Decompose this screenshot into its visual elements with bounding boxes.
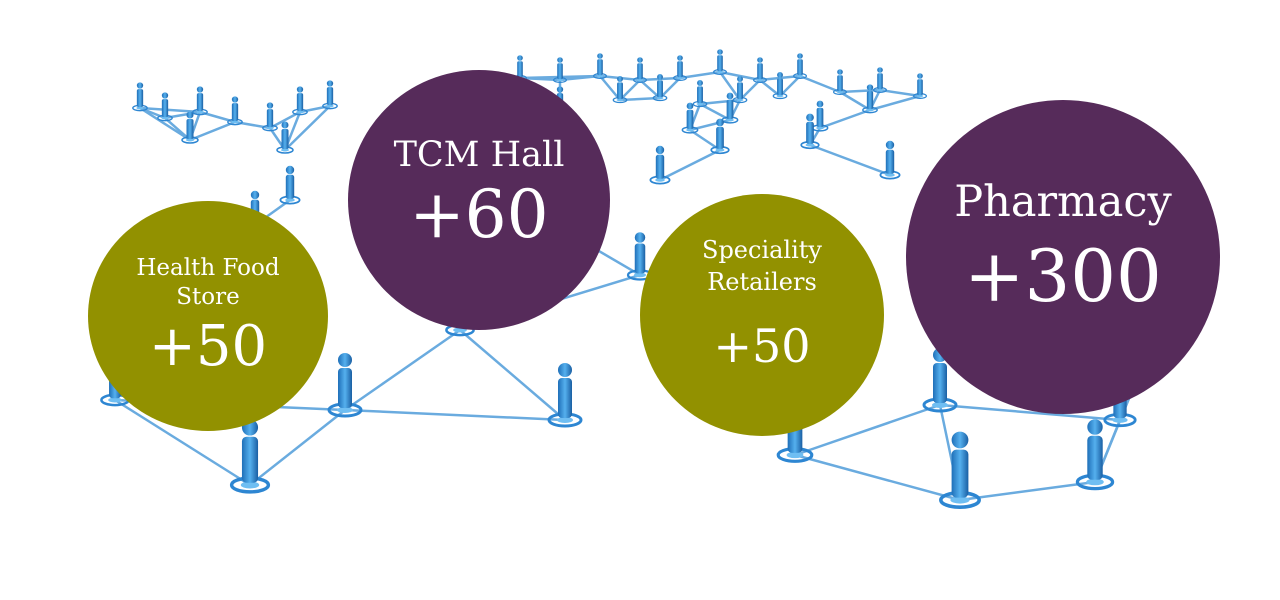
network-link (139, 106, 191, 142)
person-icon (192, 85, 208, 116)
person-icon (912, 72, 928, 100)
network-link (819, 108, 871, 130)
network-link (619, 79, 641, 101)
pharmacy-bubble: Pharmacy +300 (906, 100, 1220, 414)
person-icon (712, 48, 728, 76)
person-icon (279, 164, 301, 205)
person-icon (879, 139, 901, 180)
health-food-store-bubble: Health Food Store +50 (88, 201, 328, 431)
network-link (114, 398, 251, 487)
person-icon (772, 71, 788, 100)
person-icon (792, 52, 808, 80)
network-link (794, 453, 961, 502)
person-icon (732, 75, 748, 104)
network-link (459, 329, 566, 421)
person-icon (229, 417, 271, 494)
health-food-store-label: Health Food Store (136, 255, 280, 310)
person-icon (292, 85, 308, 116)
person-icon (262, 101, 278, 132)
network-link (659, 77, 681, 99)
person-icon (132, 81, 148, 112)
network-link (869, 94, 921, 112)
network-link (189, 120, 236, 142)
person-icon (612, 75, 628, 104)
person-icon (632, 56, 648, 84)
network-link (234, 120, 271, 130)
network-link (139, 106, 201, 114)
network-link (249, 409, 346, 486)
tcm-hall-value: +60 (409, 176, 549, 253)
tcm-hall-bubble: TCM Hall +60 (348, 70, 610, 330)
network-link (284, 105, 331, 151)
network-link (659, 148, 721, 182)
person-icon (752, 56, 768, 84)
network-link (959, 480, 1096, 502)
network-link (839, 90, 871, 112)
network-link (344, 408, 566, 422)
person-icon (811, 99, 829, 132)
network-link (939, 403, 1121, 422)
health-food-store-value: +50 (148, 314, 268, 379)
person-icon (832, 68, 848, 96)
network-link (779, 75, 801, 97)
network-link (599, 75, 621, 101)
speciality-retailers-bubble: Speciality Retailers +50 (640, 194, 884, 436)
person-icon (327, 351, 363, 418)
tcm-hall-label: TCM Hall (393, 135, 565, 175)
speciality-retailers-value: +50 (713, 319, 811, 373)
speciality-retailers-label: Speciality Retailers (702, 236, 822, 296)
person-icon (672, 54, 688, 82)
network-link (794, 403, 941, 457)
person-icon (938, 429, 982, 510)
network-link (718, 71, 742, 101)
network-link (164, 117, 191, 141)
person-icon (552, 56, 568, 84)
person-icon (547, 361, 583, 428)
network-link (299, 104, 331, 114)
network-link (344, 328, 461, 412)
pharmacy-value: +300 (964, 234, 1162, 318)
network-link (639, 79, 661, 99)
person-icon (872, 66, 888, 94)
network-link (809, 143, 891, 177)
network-link (164, 110, 201, 120)
pharmacy-label: Pharmacy (954, 177, 1172, 227)
person-icon (157, 91, 173, 122)
network-link (719, 70, 761, 82)
network-link (799, 74, 841, 94)
person-icon (692, 79, 708, 108)
person-icon (649, 144, 671, 185)
person-icon (322, 79, 338, 110)
network-link (739, 79, 761, 101)
person-icon (227, 95, 243, 126)
person-icon (592, 52, 608, 80)
